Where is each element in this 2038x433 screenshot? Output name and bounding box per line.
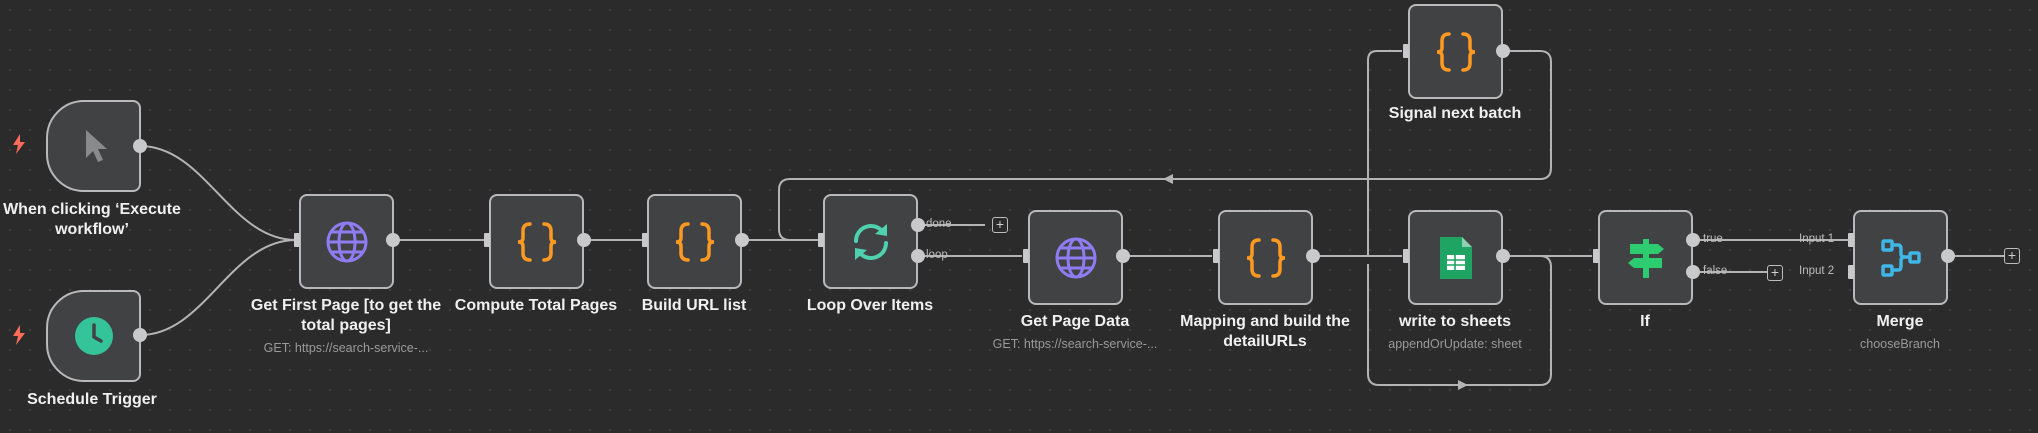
input-handle-2[interactable] [1848,265,1854,279]
signpost-icon [1627,238,1664,278]
code-braces-icon [517,221,556,262]
node-title: Build URL list [641,297,747,314]
node-subtitle: GET: https://search-service-... [992,337,1158,351]
node-mapping-detail-urls[interactable] [1218,210,1313,305]
node-title: Get Page Data [1020,313,1130,330]
node-merge[interactable] [1853,210,1948,305]
input-handle[interactable] [484,233,490,247]
node-title: Schedule Trigger [27,391,157,408]
node-compute-total-pages[interactable] [489,194,584,289]
add-node-button[interactable]: + [1767,265,1783,281]
output-handle[interactable] [1306,249,1320,263]
arrow-sheets-back [1458,380,1468,390]
node-title: When clicking ‘Execute workflow’ [3,201,181,238]
trigger-bolt-icon [13,134,25,154]
node-title: Get First Page [to get the total pages] [250,297,442,334]
output-handle-done[interactable] [911,218,925,232]
output-handle[interactable] [1496,249,1510,263]
node-title: Merge [1876,313,1924,330]
code-braces-icon [1246,237,1285,278]
output-handle[interactable] [577,233,591,247]
output-handle-false[interactable] [1686,265,1700,279]
node-subtitle: GET: https://search-service-... [263,341,429,355]
node-title: Mapping and build the detailURLs [1180,313,1350,350]
node-title: write to sheets [1398,313,1512,330]
node-subtitle: chooseBranch [1860,337,1940,351]
wire-mapping-to-signal [1313,50,1402,257]
add-node-button[interactable]: + [992,217,1008,233]
input-handle[interactable] [294,233,300,247]
connection-label-done: done [926,218,952,230]
node-subtitle: appendOrUpdate: sheet [1388,337,1522,351]
connection-label-false: false [1703,265,1728,277]
input-handle[interactable] [818,233,824,247]
output-handle[interactable] [133,139,147,153]
merge-input-label-1: Input 1 [1799,233,1835,245]
input-handle[interactable] [642,233,648,247]
input-handle[interactable] [1593,249,1599,263]
node-title: If [1640,313,1650,330]
output-handle-loop[interactable] [911,249,925,263]
input-handle[interactable] [1023,249,1029,263]
node-write-to-sheets[interactable] [1408,210,1503,305]
output-handle[interactable] [1941,249,1955,263]
arrow-back-to-loop [1163,174,1173,184]
input-handle[interactable] [1403,249,1409,263]
node-build-url-list[interactable] [647,194,742,289]
trigger-bolt-icon [13,325,25,345]
connection-label-true: true [1703,233,1723,245]
input-handle-1[interactable] [1848,233,1854,247]
code-braces-icon [675,221,714,262]
output-handle-true[interactable] [1686,233,1700,247]
connection-label-loop: loop [926,249,948,261]
globe-icon [326,221,367,262]
output-handle[interactable] [735,233,749,247]
output-handle[interactable] [1496,44,1510,58]
clock-icon [74,317,113,355]
google-sheets-icon [1439,236,1472,279]
input-handle[interactable] [1213,249,1219,263]
globe-icon [1055,237,1096,278]
node-get-first-page[interactable] [299,194,394,289]
add-node-button[interactable]: + [2004,248,2020,264]
node-title: Compute Total Pages [454,297,618,314]
input-handle[interactable] [1403,44,1409,58]
node-if[interactable] [1598,210,1693,305]
cursor-icon [85,130,107,162]
node-schedule-trigger[interactable] [46,290,141,382]
node-title: Loop Over Items [806,297,934,314]
node-manual-trigger[interactable] [46,100,141,192]
output-handle[interactable] [1116,249,1130,263]
node-get-page-data[interactable] [1028,210,1123,305]
loop-icon [853,223,888,260]
output-handle[interactable] [133,328,147,342]
output-handle[interactable] [386,233,400,247]
node-title: Signal next batch [1388,105,1522,122]
merge-icon [1880,238,1921,277]
node-signal-next-batch[interactable] [1408,4,1503,99]
code-braces-icon [1436,31,1475,72]
node-loop-over-items[interactable] [823,194,918,289]
merge-input-label-2: Input 2 [1799,265,1835,277]
